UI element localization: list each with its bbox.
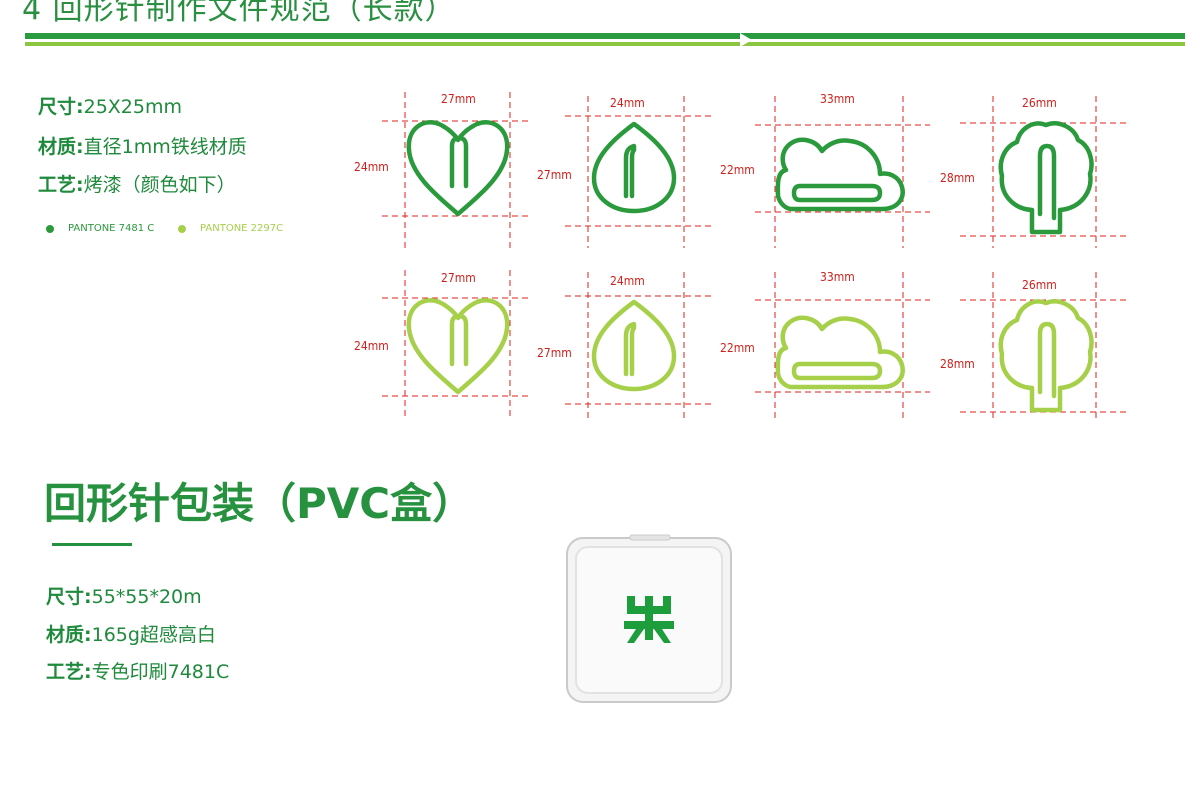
- drop-width-label: 24mm: [610, 274, 645, 288]
- section-underline: [52, 543, 132, 546]
- cloud-clip-light: [778, 318, 903, 387]
- clip-size-value: 25X25mm: [83, 96, 182, 118]
- clip-process-label: 工艺:: [38, 174, 84, 196]
- page-title: 4 回形针制作文件规范（长款）: [22, 0, 456, 27]
- pack-material-spec: 材质:165g超感高白: [46, 620, 216, 647]
- legend-label: PANTONE 7481 C: [68, 223, 155, 234]
- header-bar-dark: [25, 33, 1185, 39]
- tree-height-label: 28mm: [940, 171, 975, 185]
- swatch-dot-icon: [178, 224, 186, 233]
- heart-height-label: 24mm: [354, 160, 389, 174]
- pack-process-spec: 工艺:专色印刷7481C: [46, 657, 229, 684]
- pack-material-value: 165g超感高白: [91, 624, 216, 646]
- heart-clip-dark: [409, 122, 507, 214]
- pack-process-label: 工艺:: [46, 661, 92, 683]
- cloud-clip-dark: [778, 140, 903, 209]
- drop-height-label: 27mm: [537, 168, 572, 182]
- tree-width-label: 26mm: [1022, 96, 1057, 110]
- clip-material-spec: 材质:直径1mm铁线材质: [38, 132, 247, 159]
- pack-size-spec: 尺寸:55*55*20m: [46, 582, 202, 609]
- heart-width-label: 27mm: [441, 271, 476, 285]
- pack-size-value: 55*55*20m: [91, 586, 202, 608]
- clip-size-spec: 尺寸:25X25mm: [38, 92, 182, 119]
- tree-width-label: 26mm: [1022, 278, 1057, 292]
- clip-row-dark: [409, 122, 1092, 232]
- drop-clip-light: [594, 302, 674, 389]
- legend-item-2297c: PANTONE 2297C: [178, 223, 283, 234]
- clip-size-label: 尺寸:: [38, 96, 84, 118]
- swatch-dot-icon: [46, 224, 54, 233]
- tree-clip-light: [1001, 301, 1092, 410]
- tree-height-label: 28mm: [940, 357, 975, 371]
- header-bar-light: [25, 42, 1185, 46]
- clip-row-light: [409, 300, 1092, 410]
- metro-logo-icon: [624, 596, 674, 643]
- packaging-title: 回形针包装（PVC盒）: [44, 479, 475, 528]
- pack-process-value: 专色印刷7481C: [91, 661, 230, 683]
- legend-label: PANTONE 2297C: [200, 223, 284, 234]
- cloud-height-label: 22mm: [720, 341, 755, 355]
- clip-material-label: 材质:: [38, 136, 84, 158]
- pack-size-label: 尺寸:: [46, 586, 92, 608]
- legend-item-7481c: PANTONE 7481 C: [46, 223, 154, 234]
- clip-process-value: 烤漆（颜色如下）: [83, 174, 236, 196]
- cloud-width-label: 33mm: [820, 92, 855, 106]
- tree-clip-dark: [1001, 123, 1092, 232]
- cloud-height-label: 22mm: [720, 163, 755, 177]
- heart-clip-light: [409, 300, 507, 392]
- drop-width-label: 24mm: [610, 96, 645, 110]
- clip-material-value: 直径1mm铁线材质: [83, 136, 247, 158]
- drop-height-label: 27mm: [537, 346, 572, 360]
- pack-material-label: 材质:: [46, 624, 92, 646]
- dimension-guides: [382, 92, 1130, 420]
- header-arrow-icon: [740, 33, 752, 47]
- clip-process-spec: 工艺:烤漆（颜色如下）: [38, 170, 236, 197]
- heart-width-label: 27mm: [441, 92, 476, 106]
- drop-clip-dark: [594, 124, 674, 211]
- cloud-width-label: 33mm: [820, 270, 855, 284]
- heart-height-label: 24mm: [354, 339, 389, 353]
